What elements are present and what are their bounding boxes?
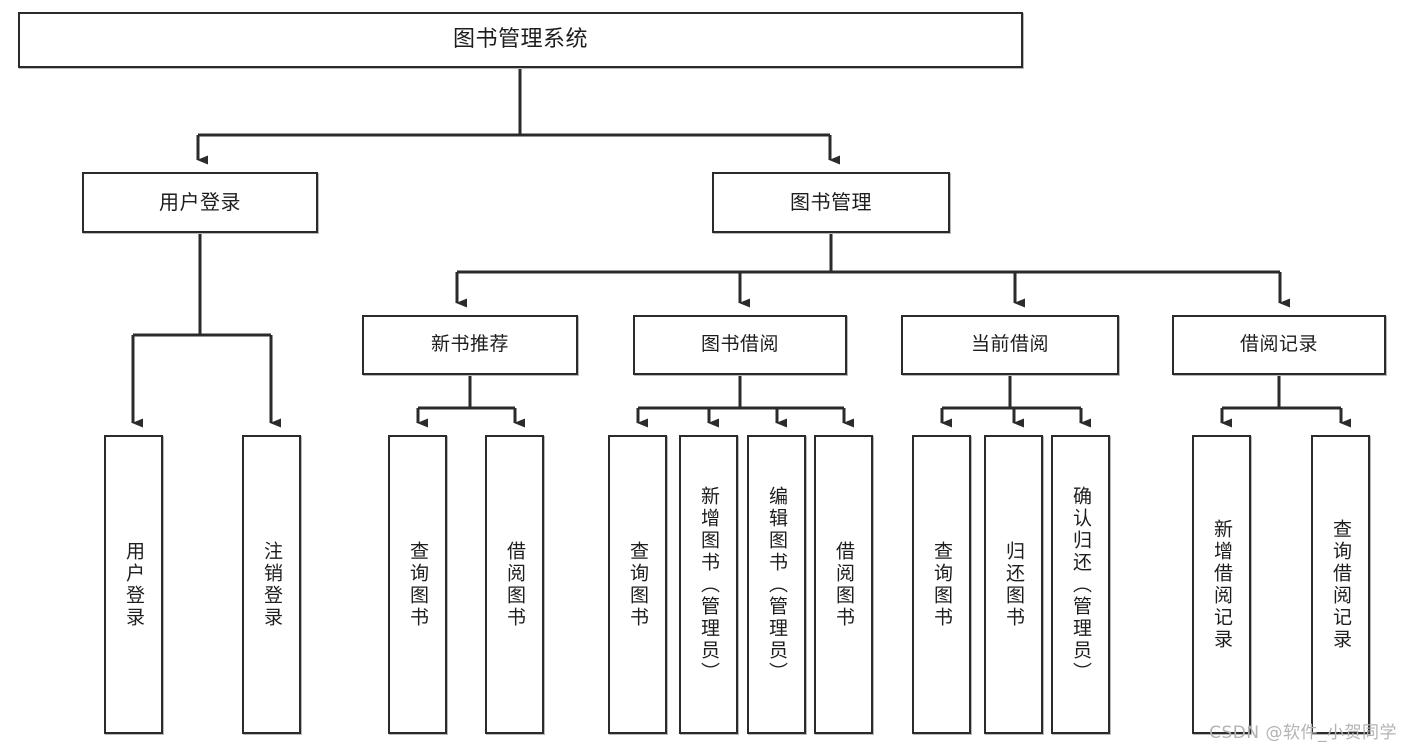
leaf-node[interactable]: 用户登录 [104,435,163,734]
node-new-book-recommend-label: 新书推荐 [430,333,509,356]
node-borrow-record[interactable]: 借阅记录 [1172,315,1386,375]
leaf-node-label: 查询图书 [627,540,649,629]
leaf-node-label: 确认归还（管理员） [1070,485,1092,684]
leaf-node[interactable]: 查询图书 [608,435,667,734]
leaf-node[interactable]: 查询图书 [388,435,447,734]
node-root-label: 图书管理系统 [452,26,588,52]
leaf-node-label: 查询借阅记录 [1330,518,1352,651]
leaf-node[interactable]: 借阅图书 [814,435,873,734]
node-root[interactable]: 图书管理系统 [18,12,1023,68]
leaf-node-label: 新增借阅记录 [1211,518,1233,651]
node-book-borrow-label: 图书借阅 [700,333,779,356]
node-current-borrow-label: 当前借阅 [970,333,1049,356]
node-book-borrow[interactable]: 图书借阅 [633,315,847,375]
leaf-node[interactable]: 新增借阅记录 [1192,435,1251,734]
leaf-node-label: 用户登录 [123,540,145,629]
node-current-borrow[interactable]: 当前借阅 [901,315,1119,375]
node-user-login-label: 用户登录 [159,190,241,215]
leaf-node-label: 借阅图书 [833,540,855,629]
leaf-node[interactable]: 查询借阅记录 [1311,435,1370,734]
node-user-login[interactable]: 用户登录 [82,172,318,233]
leaf-node-label: 借阅图书 [504,540,526,629]
leaf-node-label: 注销登录 [261,540,283,629]
leaf-node-label: 查询图书 [407,540,429,629]
leaf-node[interactable]: 借阅图书 [485,435,544,734]
node-borrow-record-label: 借阅记录 [1239,333,1318,356]
leaf-node[interactable]: 注销登录 [242,435,301,734]
leaf-node[interactable]: 编辑图书（管理员） [747,435,806,734]
leaf-node[interactable]: 归还图书 [984,435,1043,734]
csdn-watermark: CSDN @软件_小贺同学 [1209,723,1397,743]
leaf-node-label: 编辑图书（管理员） [766,485,788,684]
leaf-node-label: 查询图书 [931,540,953,629]
leaf-node-label: 归还图书 [1003,540,1025,629]
leaf-node[interactable]: 新增图书（管理员） [679,435,738,734]
node-new-book-recommend[interactable]: 新书推荐 [362,315,578,375]
leaf-node[interactable]: 确认归还（管理员） [1051,435,1110,734]
leaf-node[interactable]: 查询图书 [912,435,971,734]
node-book-management-label: 图书管理 [790,190,872,215]
leaf-node-label: 新增图书（管理员） [698,485,720,684]
node-book-management[interactable]: 图书管理 [712,172,950,233]
